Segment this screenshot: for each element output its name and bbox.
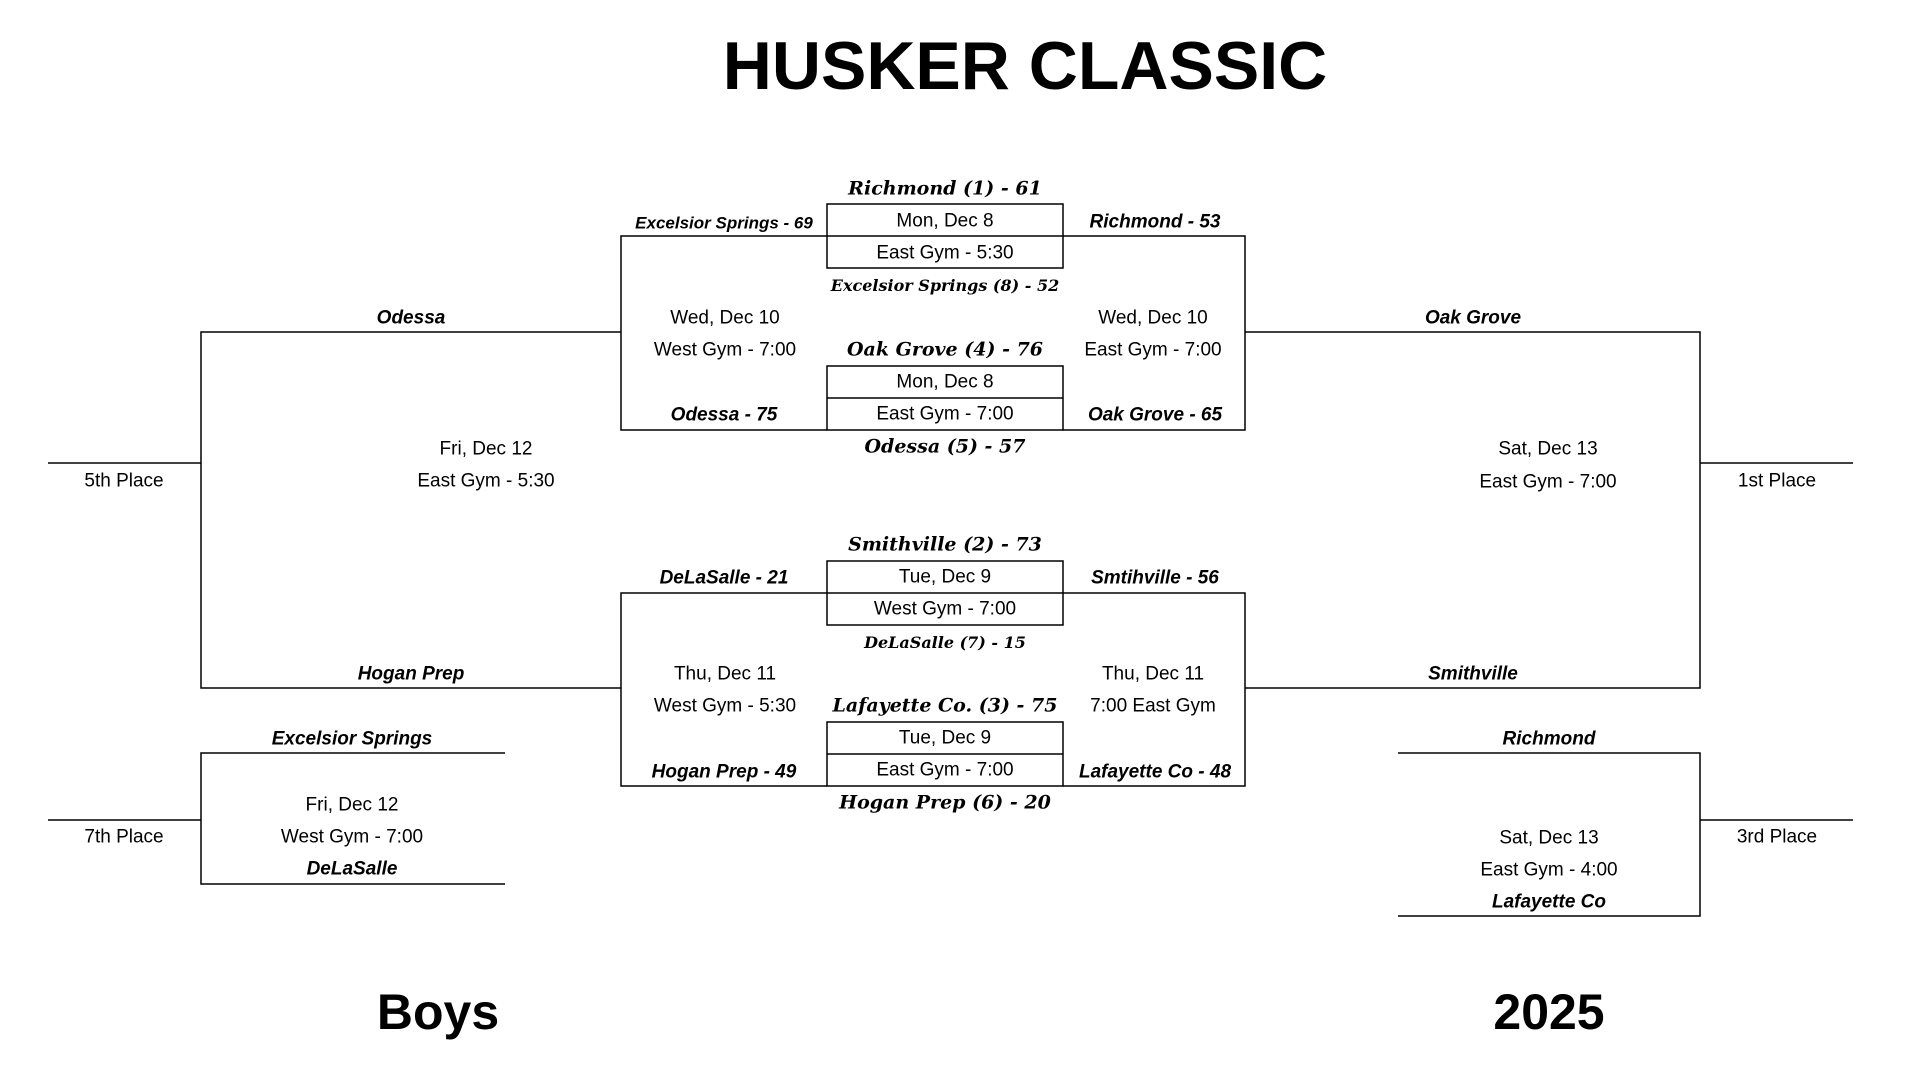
fifth-venue: East Gym - 5:30 (417, 470, 555, 492)
seventh-place-bracket (200, 752, 505, 885)
top-left-semi-bracket (620, 235, 827, 431)
game4-date: Tue, Dec 9 (898, 727, 992, 749)
game3-top-team: Smithville (2) - 73 (848, 533, 1042, 556)
seventh-top-team: Excelsior Springs (271, 728, 433, 750)
game2-loser: Odessa - 75 (670, 404, 778, 426)
fifth-place-bracket (200, 331, 621, 689)
top-left-semi-venue: West Gym - 7:00 (653, 339, 797, 361)
game1-top-team: Richmond (1) - 61 (848, 177, 1042, 200)
game3-bottom-team: DeLaSalle (7) - 15 (864, 633, 1026, 652)
fifth-place-label: 5th Place (84, 470, 164, 492)
first-bottom-team: Smithville (1428, 663, 1518, 685)
third-bottom-team: Lafayette Co (1491, 891, 1607, 913)
first-place-label: 1st Place (1737, 470, 1817, 492)
seventh-date: Fri, Dec 12 (305, 794, 399, 816)
third-date: Sat, Dec 13 (1499, 827, 1599, 849)
first-top-team: Oak Grove (1424, 307, 1522, 329)
fifth-date: Fri, Dec 12 (439, 438, 533, 460)
game4-venue: East Gym - 7:00 (876, 759, 1014, 781)
third-place-label: 3rd Place (1736, 826, 1818, 848)
game3-venue: West Gym - 7:00 (873, 598, 1017, 620)
third-place-bracket (1398, 752, 1701, 917)
bottom-left-semi-venue: West Gym - 5:30 (653, 695, 797, 717)
seventh-bottom-team: DeLaSalle (306, 858, 398, 880)
game4-top-team: Lafayette Co. (3) - 75 (832, 694, 1058, 717)
bottom-right-semi-bracket (1063, 592, 1246, 787)
game3-date: Tue, Dec 9 (898, 566, 992, 588)
game2-winner: Oak Grove - 65 (1087, 404, 1223, 426)
game4-loser: Hogan Prep - 49 (651, 761, 797, 783)
first-venue: East Gym - 7:00 (1479, 471, 1617, 493)
bottom-right-semi-date: Thu, Dec 11 (1101, 663, 1205, 685)
fifth-bottom-team: Hogan Prep (357, 663, 465, 685)
first-place-bracket (1245, 331, 1701, 689)
fifth-top-team: Odessa (376, 307, 446, 329)
game1-venue: East Gym - 5:30 (876, 242, 1014, 264)
game2-bottom-team: Odessa (5) - 57 (864, 435, 1026, 458)
top-left-semi-date: Wed, Dec 10 (670, 307, 780, 329)
bottom-left-semi-date: Thu, Dec 11 (673, 663, 777, 685)
seventh-place-label: 7th Place (84, 826, 164, 848)
third-venue: East Gym - 4:00 (1480, 859, 1618, 881)
top-right-semi-venue: East Gym - 7:00 (1084, 339, 1222, 361)
game1-loser: Excelsior Springs - 69 (635, 213, 813, 233)
third-top-team: Richmond (1502, 728, 1596, 750)
game1-bottom-team: Excelsior Springs (8) - 52 (830, 276, 1060, 295)
division-label: Boys (376, 984, 500, 1040)
game4-bottom-team: Hogan Prep (6) - 20 (839, 791, 1051, 814)
game1-date: Mon, Dec 8 (896, 210, 994, 232)
year-label: 2025 (1493, 984, 1605, 1040)
first-date: Sat, Dec 13 (1498, 438, 1598, 460)
game2-venue: East Gym - 7:00 (876, 403, 1014, 425)
game4-winner: Lafayette Co - 48 (1078, 761, 1232, 783)
page-title: HUSKER CLASSIC (722, 28, 1328, 104)
game2-date: Mon, Dec 8 (896, 371, 994, 393)
game3-winner: Smtihville - 56 (1091, 567, 1219, 589)
bottom-right-semi-venue: 7:00 East Gym (1090, 695, 1216, 717)
game3-loser: DeLaSalle - 21 (659, 567, 789, 589)
top-right-semi-date: Wed, Dec 10 (1098, 307, 1208, 329)
bottom-left-semi-bracket (620, 592, 827, 787)
seventh-venue: West Gym - 7:00 (280, 826, 424, 848)
game2-top-team: Oak Grove (4) - 76 (846, 338, 1044, 361)
top-right-semi-bracket (1063, 235, 1246, 431)
game1-winner: Richmond - 53 (1089, 211, 1221, 233)
